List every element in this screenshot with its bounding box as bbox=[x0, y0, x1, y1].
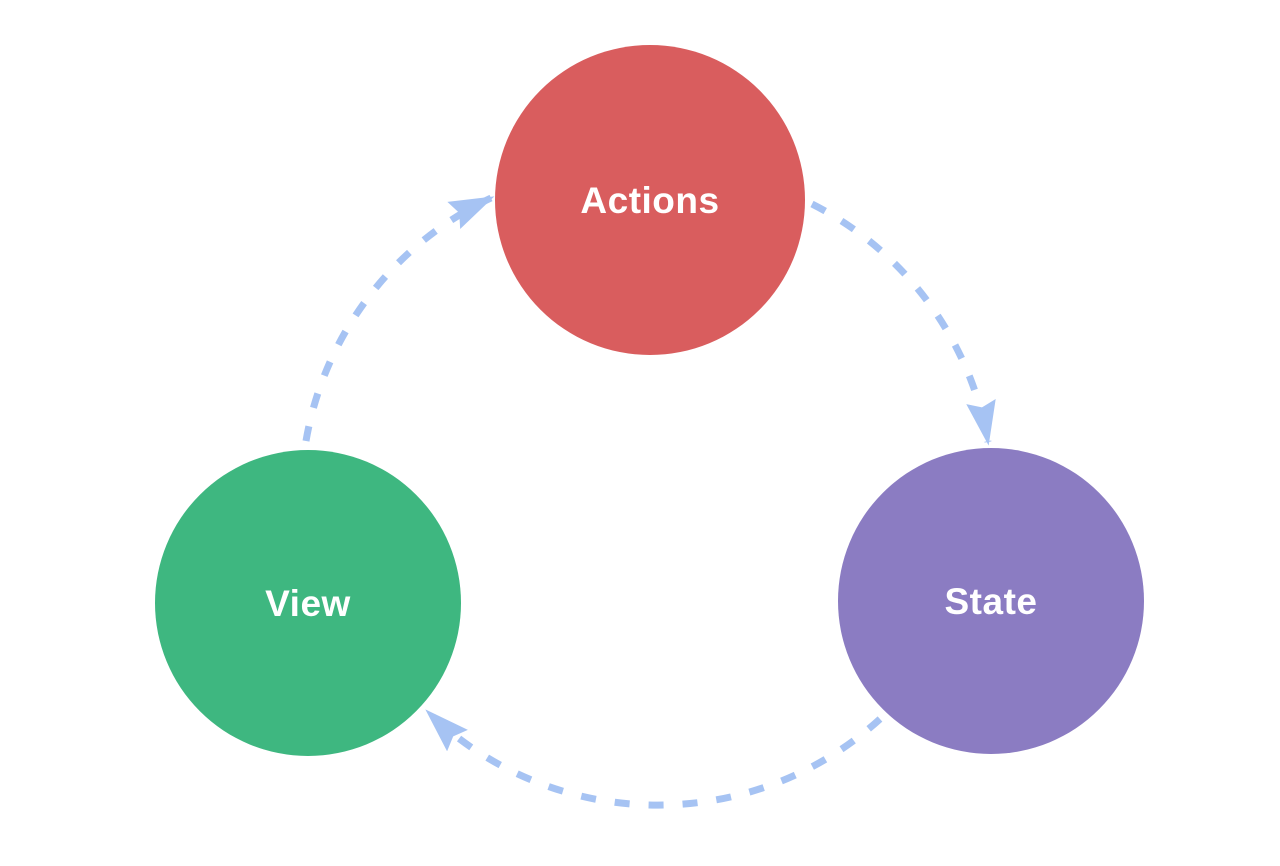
node-actions: Actions bbox=[495, 45, 805, 355]
edge-state-to-view bbox=[425, 709, 883, 809]
actions-circle bbox=[495, 45, 805, 355]
state-label: State bbox=[945, 581, 1038, 622]
node-view: View bbox=[155, 450, 461, 756]
edge-view-to-actions bbox=[302, 194, 495, 442]
view-label: View bbox=[265, 583, 351, 624]
edge-actions-to-state bbox=[810, 200, 996, 446]
edges bbox=[302, 194, 996, 809]
view-circle bbox=[155, 450, 461, 756]
state-circle bbox=[838, 448, 1144, 754]
actions-label: Actions bbox=[580, 180, 719, 221]
node-state: State bbox=[838, 448, 1144, 754]
